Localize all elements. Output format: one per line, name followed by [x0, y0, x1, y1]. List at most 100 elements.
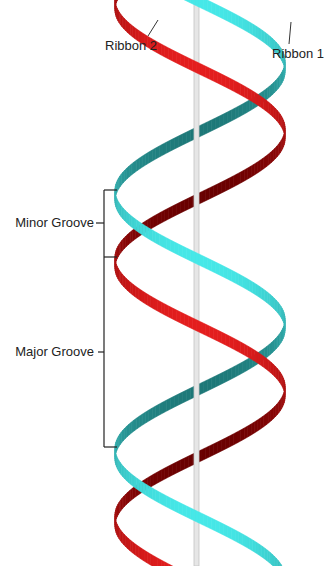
ribbon-segment: [183, 504, 187, 517]
ribbon-segment: [205, 446, 209, 459]
ribbon-segment: [151, 474, 154, 487]
ribbon-segment: [249, 22, 252, 35]
ribbon-segment: [257, 160, 260, 173]
ribbon-segment: [233, 432, 237, 445]
ribbon-segment: [154, 214, 158, 227]
ribbon-segment: [185, 456, 189, 469]
ribbon-segment: [137, 416, 140, 429]
ribbon-segment: [127, 424, 129, 437]
ribbon-segment: [237, 430, 241, 443]
ribbon-segment: [265, 548, 268, 561]
ribbon-segment: [267, 86, 269, 99]
ribbon-segment: [138, 288, 141, 301]
ribbon-segment: [171, 240, 175, 253]
ribbon-segment: [253, 24, 256, 37]
leader-lines: [148, 20, 291, 44]
ribbon-segment: [179, 134, 183, 147]
ribbon-segment: [175, 500, 179, 513]
ribbon-segment: [130, 230, 132, 243]
ribbon-segment: [248, 346, 251, 359]
ribbon-segment: [165, 466, 169, 479]
ribbon-segment: [272, 296, 274, 309]
ribbon-segment: [147, 552, 150, 565]
ribbon-segment: [241, 428, 245, 441]
ribbon-segment: [129, 214, 131, 227]
ribbon-segment: [207, 258, 211, 271]
ribbon-segment: [195, 510, 199, 523]
ribbon-segment: [244, 86, 247, 99]
ribbon-segment: [161, 210, 165, 223]
ribbon-segment: [233, 80, 237, 93]
ribbon-segment: [183, 0, 187, 1]
ribbon-segment: [189, 454, 193, 467]
ribbon-segment: [141, 290, 144, 303]
ribbon-segment: [244, 426, 247, 439]
ribbon-segment: [134, 160, 137, 173]
ribbon-segment: [154, 472, 158, 485]
ribbon-segment: [263, 414, 266, 427]
ribbon-segment: [149, 408, 152, 421]
ribbon-segment: [203, 0, 207, 11]
ribbon-segment: [251, 90, 254, 103]
ribbon-segment: [260, 416, 263, 429]
ribbon-segment: [156, 404, 160, 417]
ribbon-segment: [269, 152, 271, 165]
ribbon-segment: [135, 286, 138, 299]
ribbon-segment: [175, 394, 179, 407]
ribbon-segment: [129, 164, 131, 177]
ribbon-segment: [229, 336, 233, 349]
ribbon-segment: [225, 436, 229, 449]
ribbon-segment: [249, 538, 252, 551]
ribbon-segment: [169, 306, 173, 319]
ribbon-segment: [152, 230, 155, 243]
ribbon-segment: [171, 138, 175, 151]
ribbon-segment: [243, 102, 247, 115]
ribbon-segment: [243, 360, 247, 373]
ribbon-segment: [246, 100, 249, 113]
ribbon-segment: [175, 136, 179, 149]
ribbon-segment: [223, 524, 227, 537]
ribbon-segment: [140, 156, 143, 169]
ribbon-segment: [191, 250, 195, 263]
ribbon-segment: [173, 204, 177, 217]
ribbon-segment: [125, 468, 127, 481]
ribbon-segment: [173, 462, 177, 475]
ribbon-segment: [185, 198, 189, 211]
ribbon-segment: [213, 70, 217, 83]
ribbon-segment: [159, 492, 163, 505]
ribbon-segment: [271, 362, 273, 375]
ribbon-segment: [193, 60, 197, 73]
ribbon-segment: [215, 520, 219, 533]
ribbon-segment: [257, 418, 260, 431]
ribbon-segment: [159, 144, 163, 157]
ribbon-segment: [209, 68, 213, 81]
ribbon-segment: [267, 550, 269, 563]
ribbon-segment: [219, 522, 223, 535]
ribbon-segment: [211, 518, 215, 531]
ribbon-segment: [269, 410, 271, 423]
ribbon-segment: [244, 344, 247, 357]
ribbon-segment: [163, 494, 167, 507]
ribbon-segment: [125, 168, 127, 181]
ribbon-segment: [193, 318, 197, 331]
ribbon-segment: [129, 422, 131, 435]
ribbon-segment: [223, 370, 227, 383]
ribbon-segment: [209, 444, 213, 457]
ribbon-segment: [183, 390, 187, 403]
ribbon-segment: [133, 542, 136, 555]
ribbon-segment: [223, 8, 227, 21]
ribbon-segment: [231, 366, 235, 379]
ribbon-segment: [149, 486, 152, 499]
ribbon-segment: [130, 488, 132, 501]
ribbon-segment: [201, 190, 205, 203]
ribbon-segment: [181, 200, 185, 213]
ribbon-segment: [213, 442, 217, 455]
ribbon-segment: [237, 340, 241, 353]
ribbon-segment: [213, 184, 217, 197]
ribbon-segment: [125, 426, 127, 439]
ribbon-segment: [130, 540, 132, 553]
ribbon-segment: [140, 480, 143, 493]
ribbon-segment: [191, 0, 195, 5]
ribbon-segment: [203, 122, 207, 135]
